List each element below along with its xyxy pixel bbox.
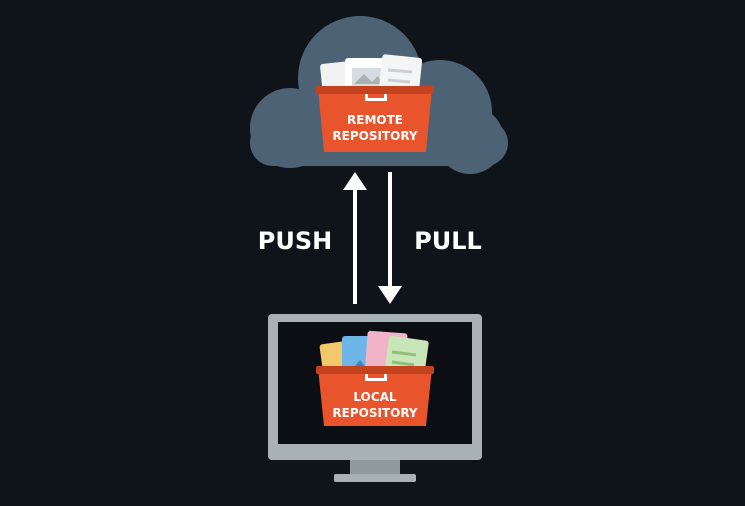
remote-repo-label-line2: REPOSITORY [332, 129, 418, 143]
remote-basket-icon [316, 86, 434, 152]
local-repo-label-line1: LOCAL [353, 390, 397, 404]
local-basket-icon [316, 366, 434, 426]
remote-repo-label-line1: REMOTE [347, 113, 403, 127]
arrow-up-icon [343, 172, 367, 304]
local-repo-label-line2: REPOSITORY [332, 406, 418, 420]
arrow-down-icon [378, 172, 402, 304]
pull-label: PULL [414, 227, 482, 255]
push-label: PUSH [258, 227, 332, 255]
